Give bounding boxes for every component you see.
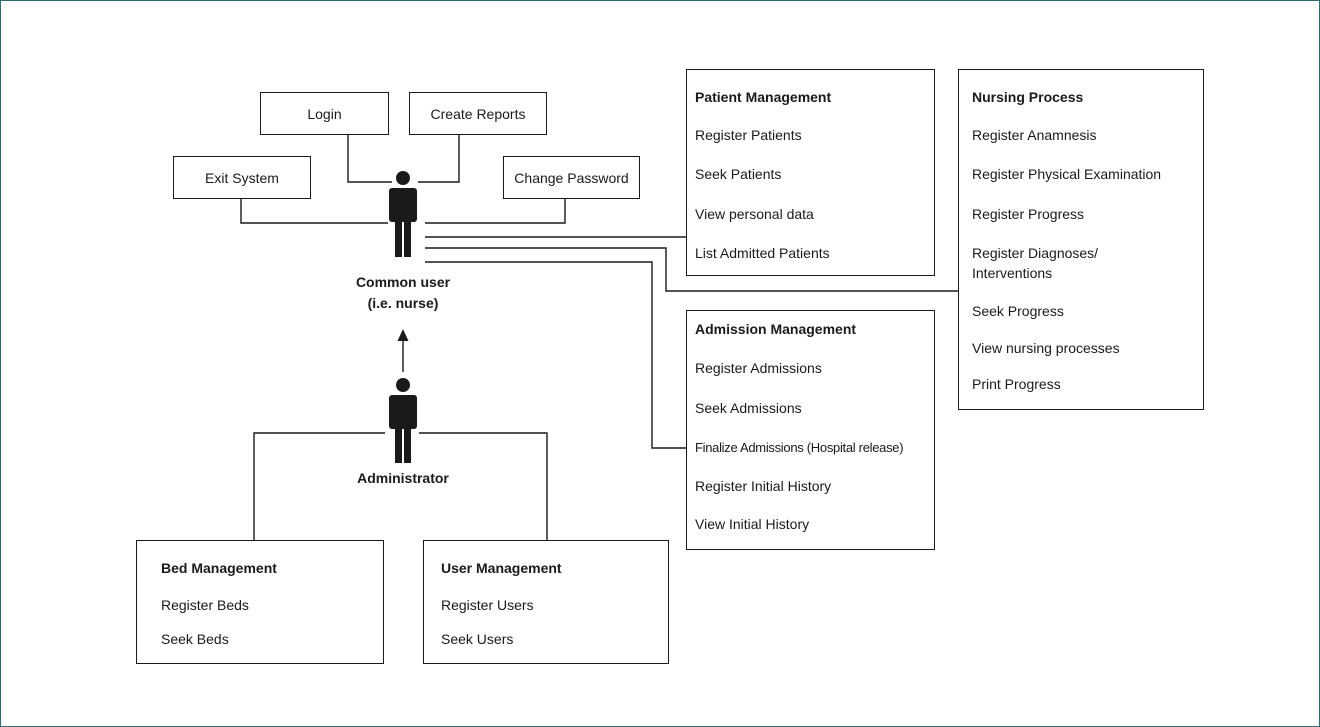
administrator-label-text: Administrator <box>357 470 449 486</box>
connector-bed-management <box>253 432 385 541</box>
administrator-label: Administrator <box>330 468 476 489</box>
admission-management-box: Admission Management Register Admissions… <box>686 310 935 550</box>
bed-management-item: Register Beds <box>161 597 249 613</box>
exit-system-label: Exit System <box>205 169 279 186</box>
nursing-process-item: Register Progress <box>972 206 1085 222</box>
create-reports-box: Create Reports <box>409 92 547 135</box>
patient-management-title: Patient Management <box>695 89 832 105</box>
admission-management-title: Admission Management <box>695 321 857 337</box>
connector-create-reports <box>418 135 460 183</box>
admission-management-item: Register Admissions <box>695 360 822 376</box>
nursing-process-item: Register Diagnoses/ <box>972 245 1099 261</box>
nursing-process-item: View nursing processes <box>972 340 1120 356</box>
bed-management-item: Seek Beds <box>161 631 229 647</box>
arrow-head <box>397 329 409 341</box>
nursing-process-item: Print Progress <box>972 376 1061 392</box>
login-label: Login <box>307 105 342 122</box>
user-management-item: Register Users <box>441 597 534 613</box>
admission-management-item: View Initial History <box>695 516 810 532</box>
common-user-label-line2: (i.e. nurse) <box>367 295 439 311</box>
bed-management-box: Bed Management Register Beds Seek Beds <box>136 540 384 664</box>
patient-management-item: View personal data <box>695 206 814 222</box>
common-user-label-line1: Common user <box>355 274 451 290</box>
patient-management-item: Seek Patients <box>695 166 782 182</box>
connector-change-password <box>425 198 566 224</box>
admission-management-item: Seek Admissions <box>695 400 802 416</box>
bed-management-title: Bed Management <box>161 560 277 576</box>
common-user-label: Common user (i.e. nurse) <box>330 272 476 314</box>
common-user-figure <box>389 171 417 257</box>
change-password-label: Change Password <box>514 169 629 186</box>
nursing-process-title: Nursing Process <box>972 89 1084 105</box>
admission-management-item: Register Initial History <box>695 478 832 494</box>
change-password-box: Change Password <box>503 156 640 199</box>
patient-management-item: List Admitted Patients <box>695 245 830 261</box>
connector-user-management <box>419 432 548 541</box>
nursing-process-box: Nursing Process Register Anamnesis Regis… <box>958 69 1204 410</box>
administrator-figure <box>389 378 417 463</box>
user-management-item: Seek Users <box>441 631 514 647</box>
exit-system-box: Exit System <box>173 156 311 199</box>
nursing-process-item: Interventions <box>972 265 1053 281</box>
connector-admission-management <box>425 261 688 449</box>
create-reports-label: Create Reports <box>430 105 526 122</box>
login-box: Login <box>260 92 389 135</box>
nursing-process-item: Register Anamnesis <box>972 127 1097 143</box>
patient-management-item: Register Patients <box>695 127 802 143</box>
connector-exit-system <box>240 198 388 224</box>
connector-login <box>347 135 392 183</box>
user-management-box: User Management Register Users Seek User… <box>423 540 669 664</box>
user-management-title: User Management <box>441 560 562 576</box>
nursing-process-item: Register Physical Examination <box>972 166 1162 182</box>
admission-management-item: Finalize Admissions (Hospital release) <box>695 440 904 455</box>
patient-management-box: Patient Management Register Patients See… <box>686 69 935 276</box>
connector-nursing-process <box>425 247 959 292</box>
nursing-process-item: Seek Progress <box>972 303 1064 319</box>
